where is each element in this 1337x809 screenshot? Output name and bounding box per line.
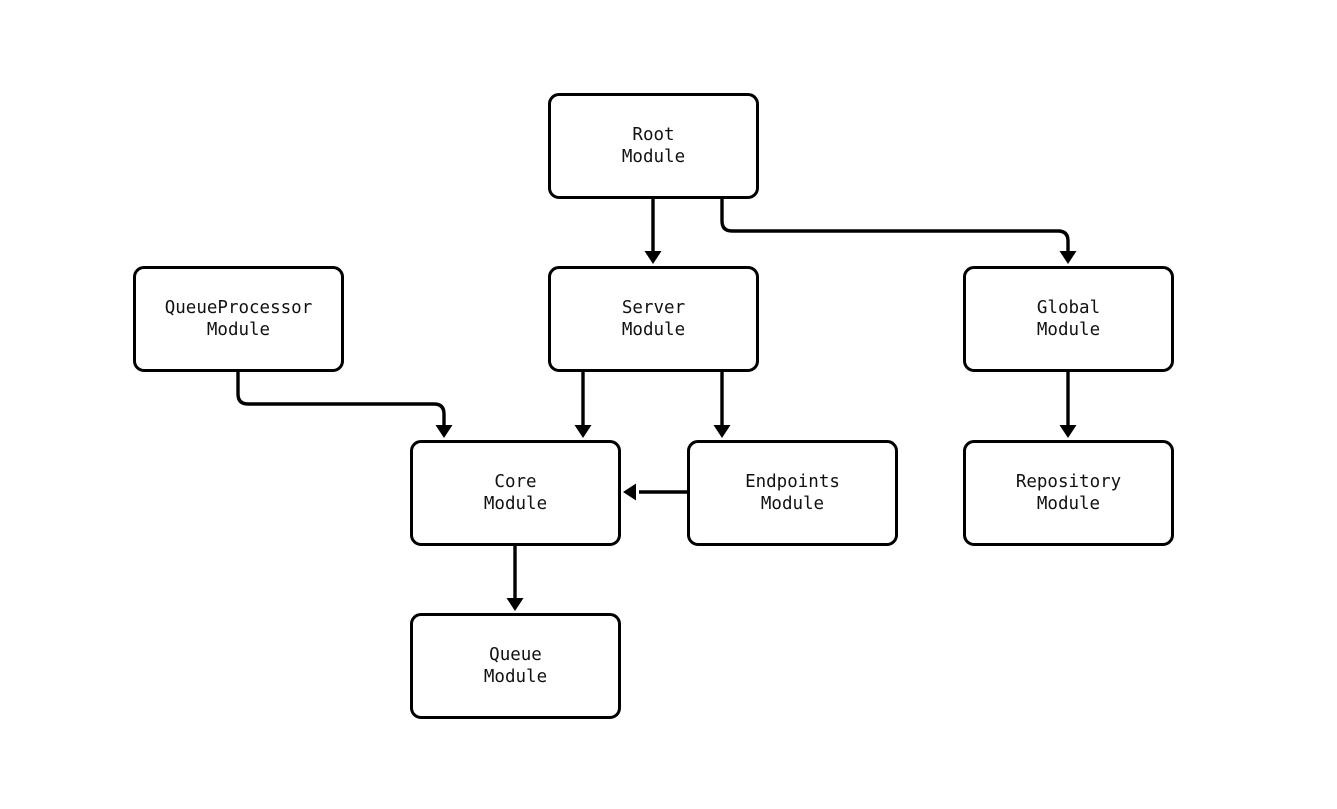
queueprocessor-module-node[interactable]: QueueProcessor Module: [133, 266, 344, 372]
edge-global-to-repository-arrowhead: [1059, 425, 1077, 438]
endpoints-module-label: Endpoints Module: [745, 472, 840, 514]
edge-endpoints-to-core-arrowhead: [623, 483, 636, 501]
server-module-label: Server Module: [621, 298, 686, 340]
global-module-node[interactable]: Global Module: [963, 266, 1174, 372]
edge-core-to-queue-arrowhead: [506, 598, 524, 611]
edge-root-to-global: [720, 199, 1070, 253]
core-module-label: Core Module: [483, 472, 548, 514]
root-module-node[interactable]: Root Module: [548, 93, 759, 199]
global-module-label: Global Module: [1036, 298, 1101, 340]
edge-server-to-core-arrowhead: [574, 425, 592, 438]
repository-module-node[interactable]: Repository Module: [963, 440, 1174, 546]
server-module-node[interactable]: Server Module: [548, 266, 759, 372]
queueprocessor-module-label: QueueProcessor Module: [164, 298, 313, 340]
root-module-label: Root Module: [621, 125, 686, 167]
queue-module-label: Queue Module: [483, 645, 548, 687]
edge-server-to-endpoints-arrowhead: [713, 425, 731, 438]
edge-queueprocessor-to-core: [236, 372, 446, 427]
endpoints-module-node[interactable]: Endpoints Module: [687, 440, 898, 546]
queue-module-node[interactable]: Queue Module: [410, 613, 621, 719]
repository-module-label: Repository Module: [1015, 472, 1122, 514]
edge-root-to-server-arrowhead: [644, 251, 662, 264]
core-module-node[interactable]: Core Module: [410, 440, 621, 546]
edge-queueprocessor-to-core-arrowhead: [435, 425, 453, 438]
edge-root-to-global-arrowhead: [1059, 251, 1077, 264]
